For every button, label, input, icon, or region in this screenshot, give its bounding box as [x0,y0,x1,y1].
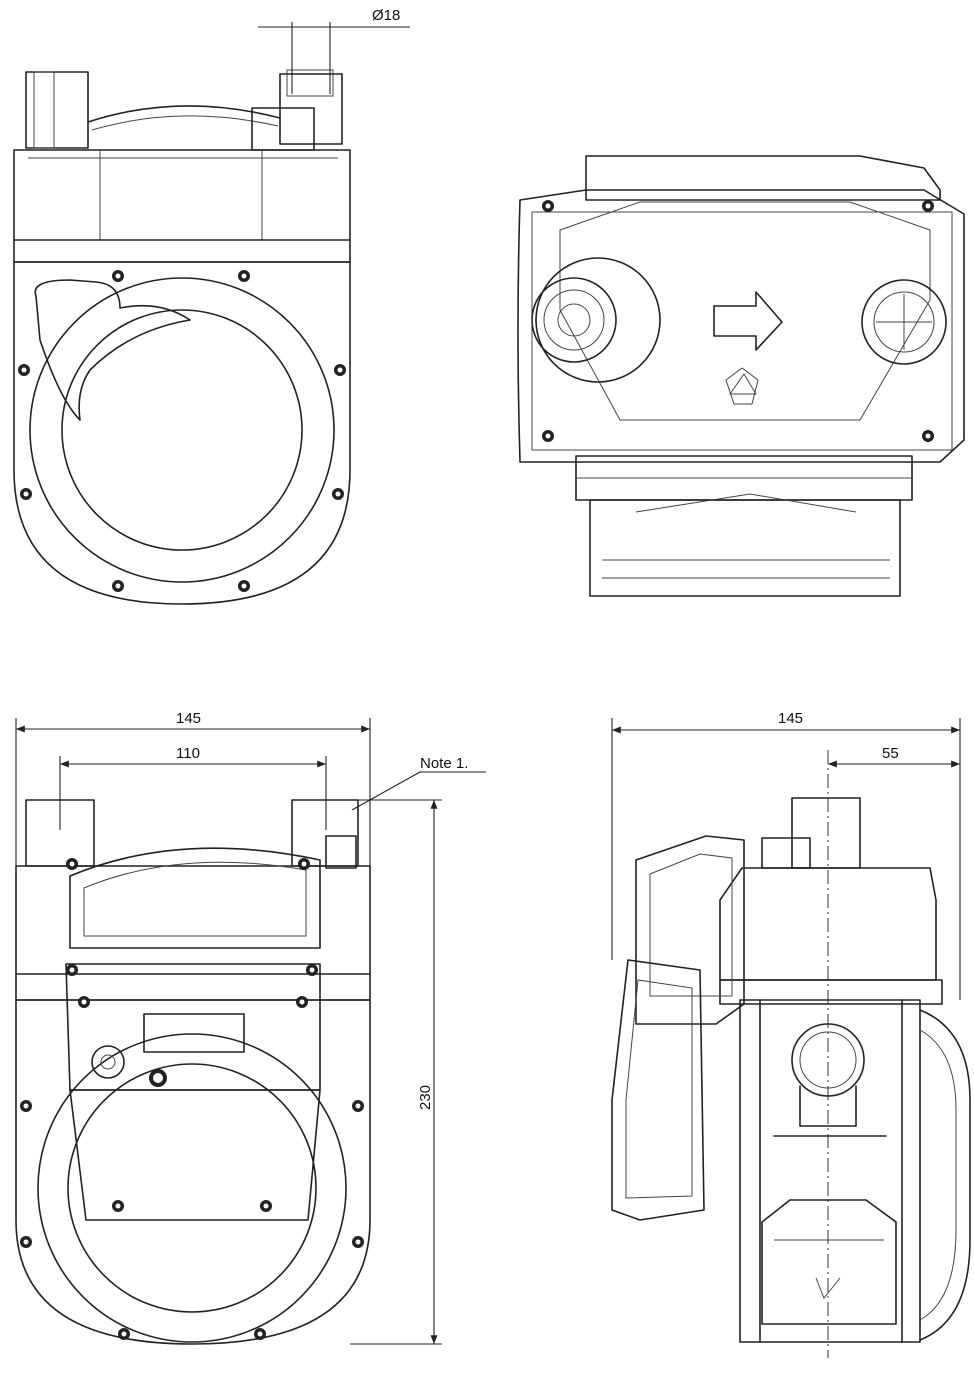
height-dimension: 230 [350,799,442,1345]
recycle-icon [725,367,759,405]
top-view-bolts [542,200,934,442]
side-offset-label: 55 [882,745,899,762]
rear-view-bolts [18,270,346,592]
note-leader: Note 1. [351,755,486,811]
port-spacing-dimension: 110 [59,745,327,830]
inlet-diameter-dimension: Ø18 [258,7,410,94]
side-width-label: 145 [778,710,803,727]
front-view-bolts [20,858,364,1340]
side-width-dimension: 145 [611,710,961,1000]
side-offset-dimension: 55 [828,745,960,768]
flow-arrow-icon [713,291,783,351]
front-view: 145 110 Note 1. 230 [15,710,486,1345]
front-width-label: 145 [176,710,201,727]
rear-view: Ø18 [13,7,410,605]
front-width-dimension: 145 [15,710,371,866]
counter-display [143,1013,245,1053]
port-spacing-label: 110 [176,745,200,762]
side-view: 145 55 [611,710,971,1358]
index-housing [65,963,321,1091]
register-window [69,847,321,949]
top-view [517,155,965,597]
height-label: 230 [417,1085,434,1110]
note-label: Note 1. [420,755,468,772]
inlet-diameter-label: Ø18 [372,7,400,24]
